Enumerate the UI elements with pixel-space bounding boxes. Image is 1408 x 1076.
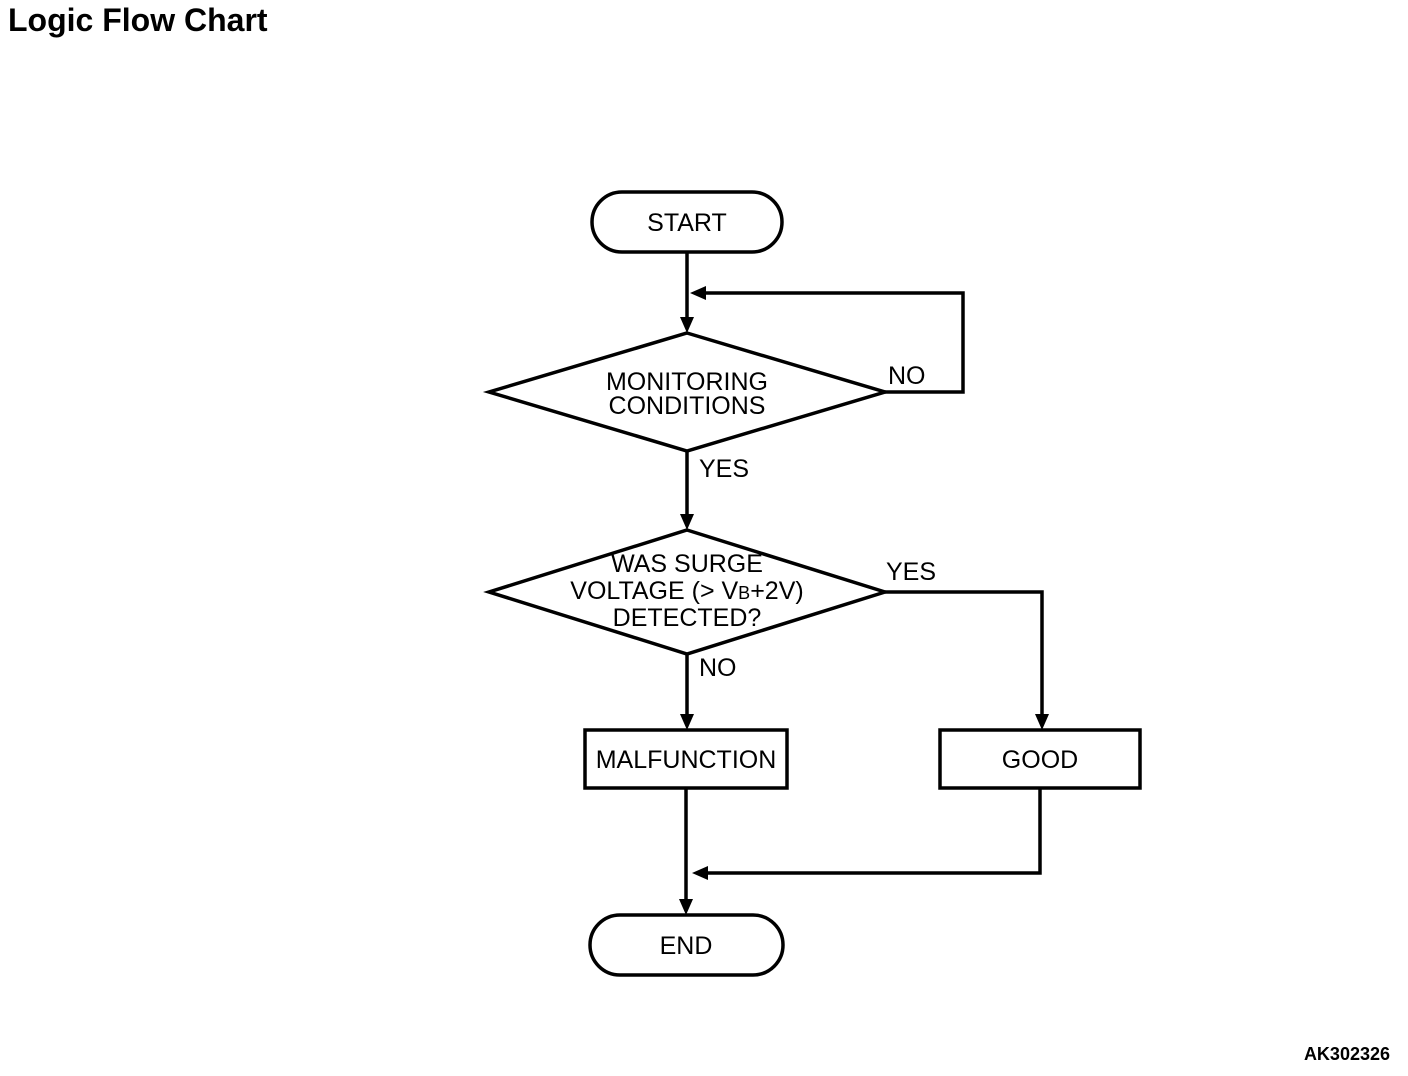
arrowhead-loop-into-entry bbox=[690, 286, 706, 300]
arrowhead-into-surge bbox=[680, 514, 694, 530]
edge-label-surge-no: NO bbox=[699, 654, 737, 682]
monitoring-decision-node bbox=[482, 331, 892, 453]
surge-label-line1: WAS SURGE bbox=[611, 550, 763, 578]
surge-label-line2-pre: VOLTAGE (> V bbox=[570, 577, 738, 605]
edge-label-surge-yes: YES bbox=[886, 558, 936, 586]
surge-label-line2: VOLTAGE (> VB+2V) bbox=[570, 577, 803, 605]
end-label: END bbox=[660, 932, 713, 960]
monitoring-label-line2: CONDITIONS bbox=[609, 392, 766, 420]
malfunction-node bbox=[583, 728, 789, 790]
edge-label-monitoring-no: NO bbox=[888, 362, 926, 390]
surge-decision-node bbox=[483, 528, 891, 656]
malfunction-label: MALFUNCTION bbox=[596, 746, 777, 774]
arrowhead-into-malfunction bbox=[680, 714, 694, 730]
arrowhead-into-monitoring bbox=[680, 317, 694, 333]
end-node bbox=[588, 913, 785, 977]
surge-label-line3: DETECTED? bbox=[613, 604, 762, 632]
surge-label-line2-post: +2V) bbox=[750, 577, 804, 605]
start-label: START bbox=[647, 209, 727, 237]
arrowhead-into-good bbox=[1035, 714, 1049, 730]
surge-label-line2-subscript: B bbox=[738, 583, 750, 603]
edge-label-monitoring-yes: YES bbox=[699, 455, 749, 483]
arrowhead-into-merge bbox=[692, 866, 708, 880]
good-label: GOOD bbox=[1002, 746, 1078, 774]
page-title: Logic Flow Chart bbox=[8, 2, 268, 38]
arrowhead-into-end bbox=[679, 899, 693, 915]
good-node bbox=[938, 728, 1142, 790]
figure-code: AK302326 bbox=[1303, 1044, 1390, 1064]
edge-surge-yes bbox=[885, 590, 1044, 717]
start-node bbox=[590, 190, 784, 254]
edge-good-to-merge bbox=[707, 788, 1042, 875]
monitoring-label-line1: MONITORING bbox=[606, 368, 768, 396]
edge-monitoring-no-loop bbox=[705, 291, 965, 394]
